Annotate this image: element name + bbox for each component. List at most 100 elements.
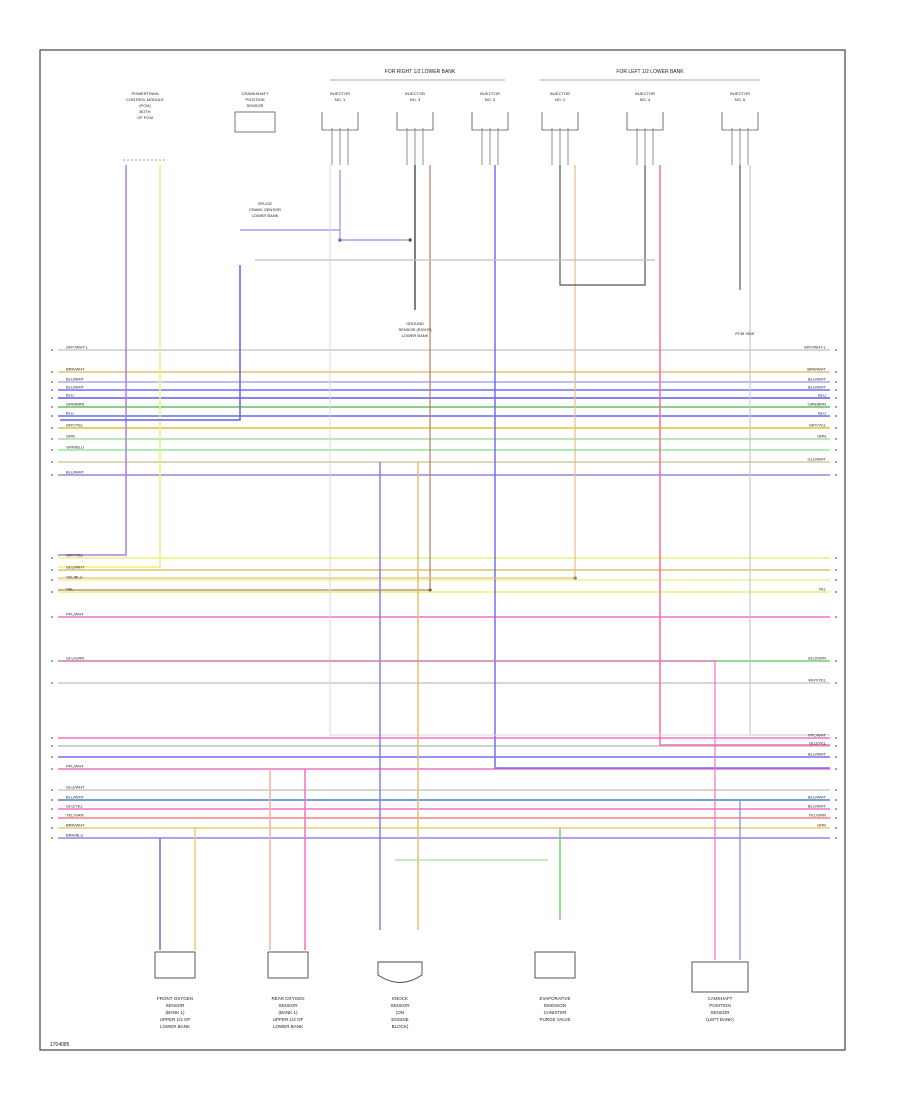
bus-pin-left [51,381,53,383]
bus-pin-left [51,371,53,373]
bus-label-right: WHT/YEL [808,678,827,683]
bus-label-left: GRN/BRN [66,402,85,407]
bus-label-left: YEL/BLU [66,575,83,580]
component-label: INJECTOR [550,91,570,96]
bus-label-left: GRN [66,434,75,439]
bus-label-right: BLU/WHT [808,385,827,390]
bus-pin-right [835,837,837,839]
circuit-wire [58,165,576,579]
bus-pin-right [835,381,837,383]
component-label: LOWER BANK [160,1024,190,1029]
circuit-wire [329,165,830,736]
component-label: CANISTER [544,1010,568,1015]
bus-pin-right [835,808,837,810]
component-label: (PCM) [139,103,151,108]
bus-label-right: YEL/GRN [808,813,826,818]
bus-pin-right [835,789,837,791]
bus-label-left: YEL/GRN [66,813,84,818]
component-label: BLOCK) [392,1024,409,1029]
bus-pin-right [835,371,837,373]
component-label: INJECTOR [405,91,425,96]
mid-label: SENSOR (RIGHT) [398,327,432,332]
bus-label-right: BRN/WHT [807,367,826,372]
sensor-body [154,951,196,979]
diagram-frame [39,49,846,1051]
bus-label-left: PPL/WHT [66,764,84,769]
component-label: POWERTRAIN [131,91,158,96]
bus-label-right: GLU/WHT [808,457,827,462]
bus-pin-right [835,569,837,571]
component-label: OF PCM [137,115,153,120]
circuit-wire [58,165,127,556]
bus-pin-left [51,438,53,440]
bus-pin-left [51,449,53,451]
circuit-wire [240,170,410,241]
bus-label-left: BLU/WHT [66,377,85,382]
bus-label-left: GRY/YEL [66,423,84,428]
component-group [123,111,759,993]
mid-label: PCM SIDE [735,331,755,336]
component-label: CAMSHAFT [708,996,733,1001]
component-label: SENSOR [710,1010,730,1015]
bus-label-left: BLU/WHT [66,795,85,800]
component-label: (BANK 1) [278,1010,298,1015]
header-group-left: FOR LEFT 1/2 LOWER BANK [616,69,684,75]
bus-label-right: BLU/WHT [808,795,827,800]
component-label: SENSOR [278,1003,298,1008]
bus-pin-left [51,737,53,739]
component-label: SENSOR [247,103,264,108]
component-label: ENGINE [391,1017,408,1022]
bus-pin-left [51,616,53,618]
bus-label-left: GRY/YEL [66,553,84,558]
connector-outline [471,112,509,131]
bus-pin-right [835,616,837,618]
bus-pin-right [835,660,837,662]
bus-label-right: BLU/WHT [808,377,827,382]
mid-label: LOWER BANK [252,213,279,218]
bus-pin-left [51,827,53,829]
bus-pin-left [51,397,53,399]
bus-pin-left [51,808,53,810]
cam-sensor-body [691,961,749,993]
bus-pin-right [835,591,837,593]
bus-pin-left [51,557,53,559]
bus-pin-right [835,415,837,417]
header-group-right: FOR RIGHT 1/2 LOWER BANK [385,69,456,75]
component-label: LOWER BANK [273,1024,303,1029]
mid-label: GROUND [406,321,424,326]
bus-pin-left [51,837,53,839]
component-label: REAR OXYGEN [271,996,304,1001]
bus-pin-right [835,756,837,758]
bus-label-right: GLU/GRN [808,656,826,661]
bus-label-right: GRY/WHT-L [804,345,827,350]
bus-pin-left [51,591,53,593]
bus-pin-left [51,817,53,819]
bus-label-right: BLU [818,411,826,416]
bus-label-right: GRN [817,434,826,439]
connector-outline [721,112,759,131]
bus-label-right: BLU [818,393,826,398]
component-label: EMISSION [544,1003,566,1008]
bus-pin-right [835,768,837,770]
component-label: POSITION [245,97,264,102]
bus-pin-left [51,799,53,801]
component-label: INJECTOR [635,91,655,96]
bus-pin-right [835,427,837,429]
component-label: KNOCK [392,996,408,1001]
bus-label-left: GRN/BLU [66,445,84,450]
bus-label-right: BLU/WHT [808,804,827,809]
connector-outline [541,112,579,131]
component-label: (BANK 1) [165,1010,185,1015]
bus-pin-right [835,389,837,391]
static-geometry [51,79,837,839]
bus-pin-right [835,799,837,801]
bus-pin-left [51,389,53,391]
component-label: SENSOR [165,1003,185,1008]
bus-pin-right [835,349,837,351]
knock-sensor-body [377,961,423,983]
component-label: EVAPORATIVE [539,996,570,1001]
circuit-wire [58,165,161,568]
bus-pin-right [835,579,837,581]
